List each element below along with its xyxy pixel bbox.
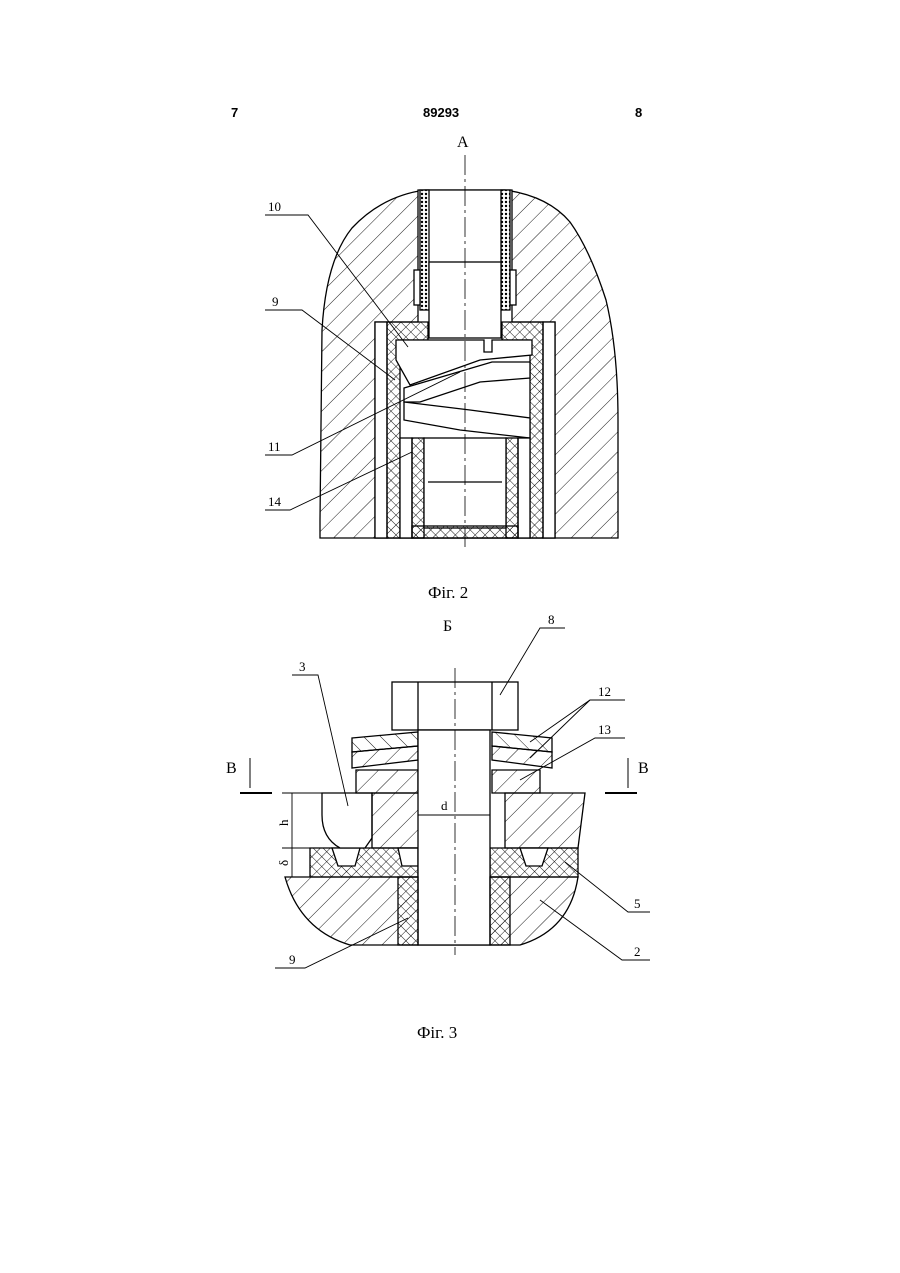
fig3-callout-5: 5 xyxy=(634,896,641,911)
dim-label-delta: δ xyxy=(276,860,291,866)
bolt-sleeve-right xyxy=(490,877,510,945)
figure-2 xyxy=(265,155,618,548)
bolt-shaft xyxy=(418,730,490,945)
braid-right xyxy=(501,190,510,310)
leader-12b xyxy=(530,700,590,758)
lower-insulator-right xyxy=(506,438,518,538)
callout-10: 10 xyxy=(268,199,281,214)
outer-sleeve-right xyxy=(543,322,555,538)
clamp-right xyxy=(510,270,516,305)
clamp-block-inner-left xyxy=(372,793,420,848)
section-label-right: В xyxy=(638,760,649,777)
bolt-sleeve-left xyxy=(398,877,418,945)
fig3-caption: Фіг. 3 xyxy=(417,1023,457,1042)
section-label-left: В xyxy=(226,760,237,777)
braid-left xyxy=(420,190,429,310)
fig3-view-label: Б xyxy=(443,618,452,635)
lower-insulator-left xyxy=(412,438,424,538)
fig3-callout-2: 2 xyxy=(634,944,641,959)
washer-13-right xyxy=(492,770,540,793)
fig3-callout-9: 9 xyxy=(289,952,296,967)
callout-14: 14 xyxy=(268,494,282,509)
dim-label-h: h xyxy=(276,819,291,826)
washer-groove-mid xyxy=(398,848,418,866)
dim-label-d: d xyxy=(441,798,448,813)
callout-9: 9 xyxy=(272,294,279,309)
fig3-callout-13: 13 xyxy=(598,722,611,737)
outer-sleeve-left xyxy=(375,322,387,538)
clamp-left xyxy=(414,270,420,305)
clamp-block-right xyxy=(505,793,585,848)
fig2-view-label: А xyxy=(457,134,469,151)
lower-bushing-right xyxy=(518,438,530,538)
fig3-callout-3: 3 xyxy=(299,659,306,674)
fig3-callout-8: 8 xyxy=(548,612,555,627)
leader-3 xyxy=(292,675,348,806)
washer-13-left xyxy=(356,770,418,793)
fig3-callout-12: 12 xyxy=(598,684,611,699)
callout-11: 11 xyxy=(268,439,281,454)
fig2-caption: Фіг. 2 xyxy=(428,583,468,602)
